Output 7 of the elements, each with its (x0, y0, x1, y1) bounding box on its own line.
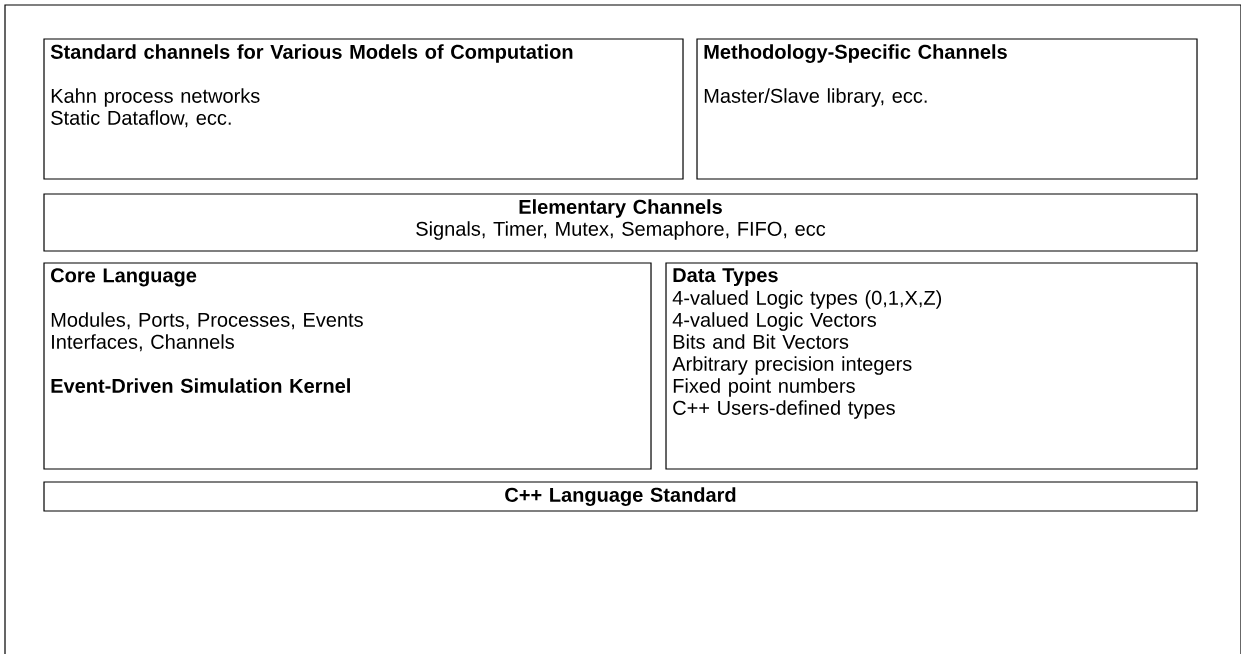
layer-box: Elementary Channels Signals, Timer, Mutex, Semaphore, FIFO, ecc (43, 193, 1198, 252)
layer-box: C++ Language Standard (43, 481, 1198, 512)
outer-frame (4, 4, 1241, 654)
layer-box: Data Types 4-valued Logic types (0,1,X,Z) 4-valued Logic Vectors Bits and Bit Vectors Arbitrary precision integers Fixed point numbers C++ Users-defined types (665, 262, 1198, 470)
layer-box: Methodology-Specific Channels Master/Slave library, ecc. (696, 38, 1198, 180)
layer-box: Core Language Modules, Ports, Processes, Events Interfaces, Channels Event-Driven Simulation Kernel (43, 262, 652, 470)
layer-box: Standard channels for Various Models of Computation Kahn process networks Static Dataflow, ecc. (43, 38, 684, 180)
